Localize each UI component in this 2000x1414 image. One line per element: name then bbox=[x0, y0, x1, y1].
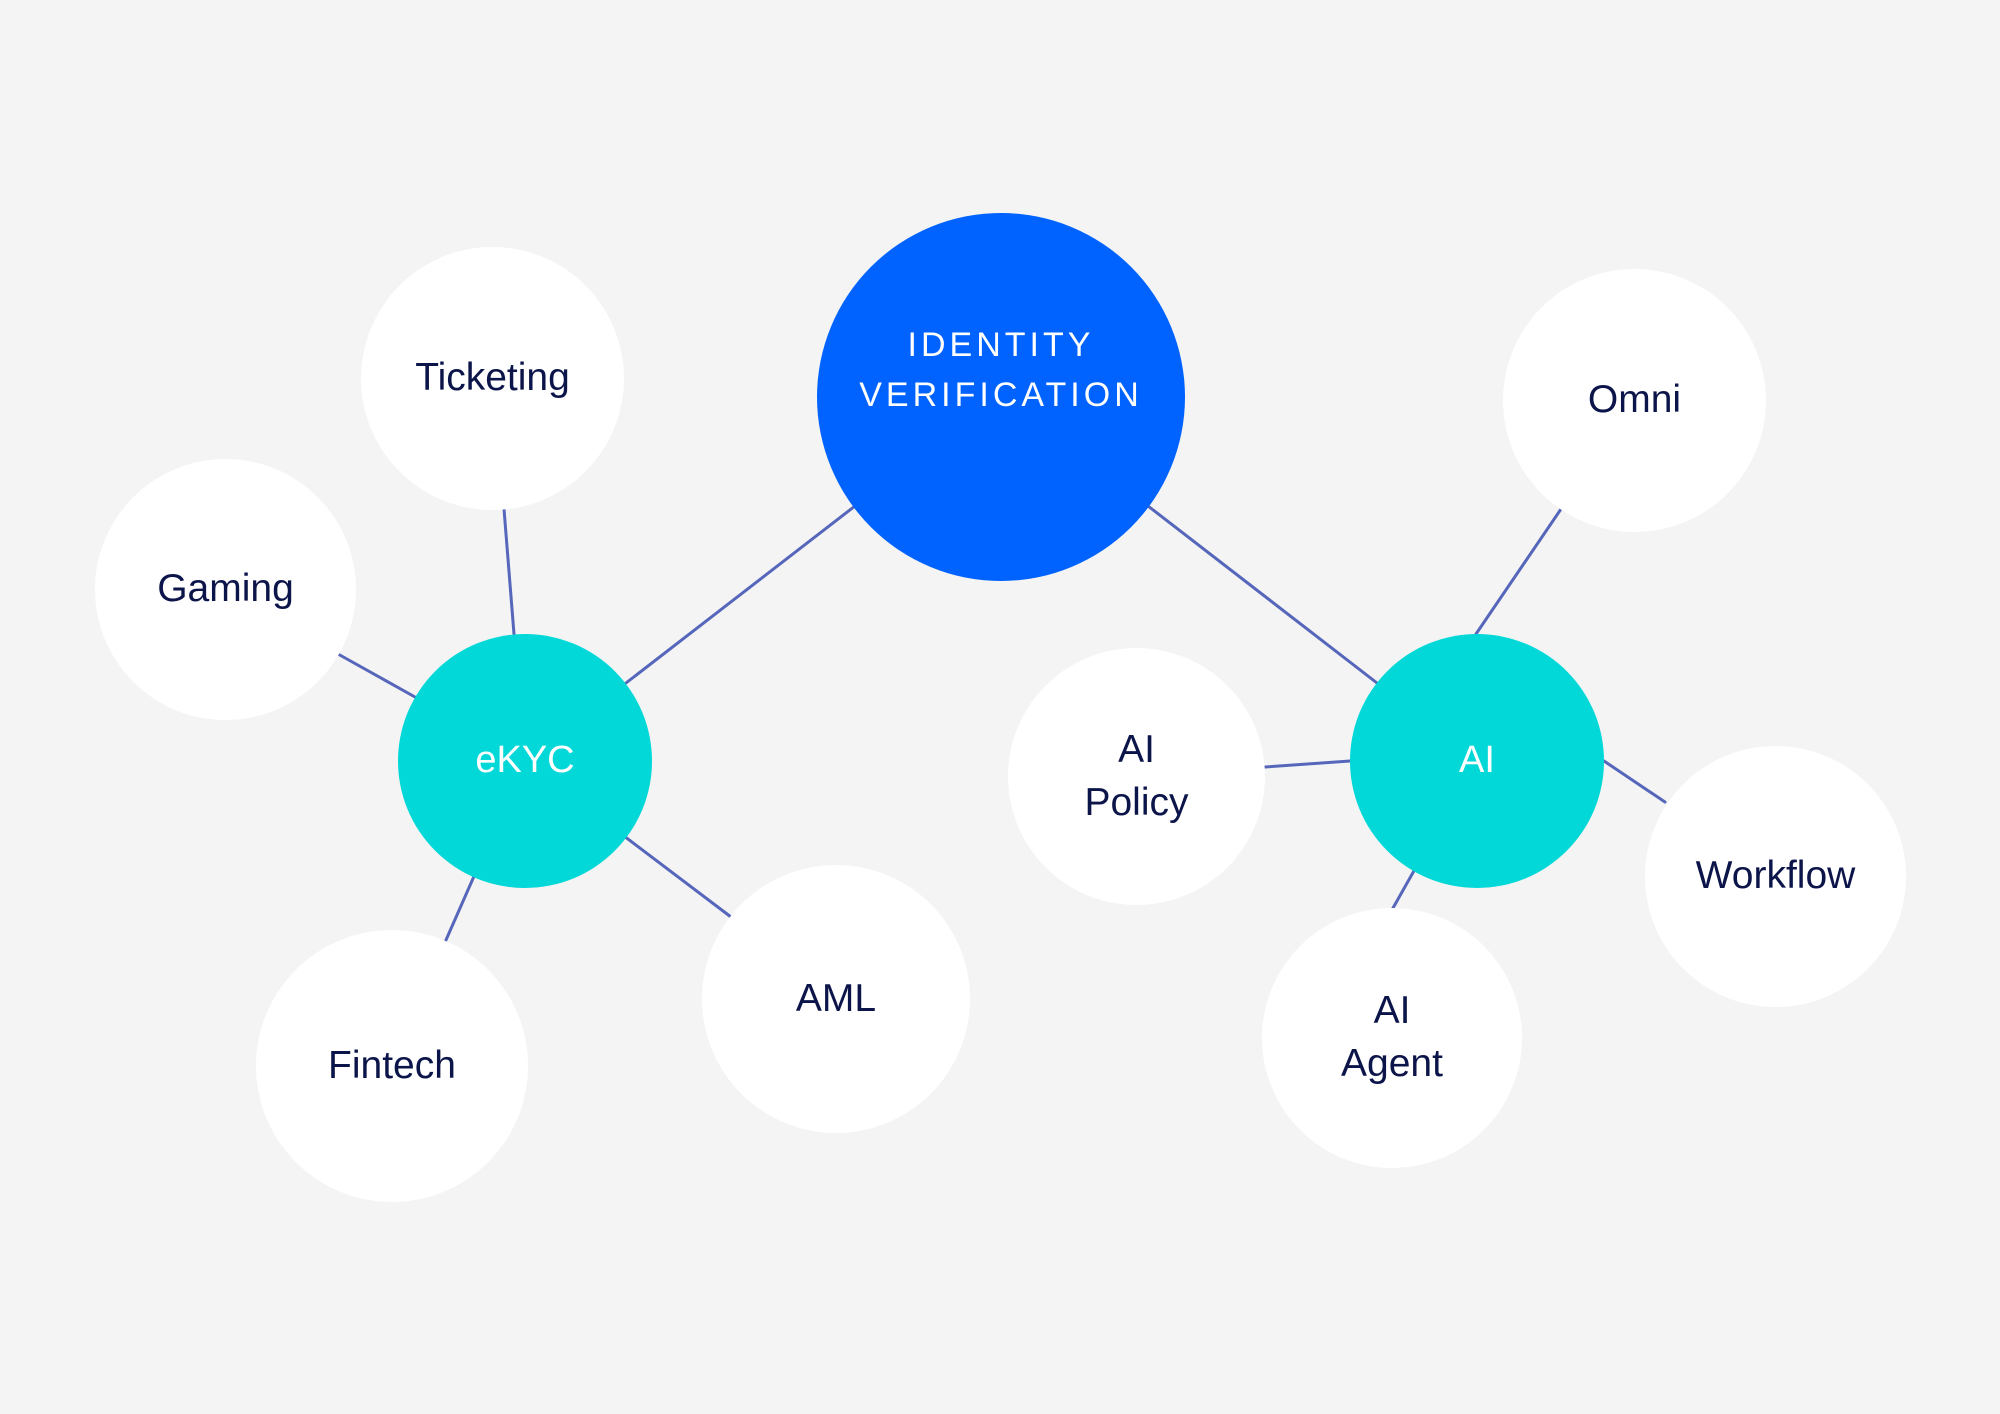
edge-ekyc-aml bbox=[622, 834, 733, 919]
identity-verification-node: IDENTITY VERIFICATION bbox=[817, 213, 1185, 581]
ekyc-node: eKYC bbox=[398, 634, 652, 888]
workflow-label: Workflow bbox=[1695, 854, 1856, 898]
aml-node: AML bbox=[702, 865, 970, 1133]
ai-policy-node: AI Policy bbox=[1008, 648, 1265, 905]
gaming-node: Gaming bbox=[95, 459, 356, 720]
fintech-label: Fintech bbox=[328, 1043, 456, 1087]
ai-label: AI bbox=[1459, 739, 1495, 782]
aml-label: AML bbox=[795, 976, 877, 1020]
omni-node: Omni bbox=[1503, 269, 1766, 532]
edge-root-ai bbox=[1146, 504, 1379, 685]
fintech-node: Fintech bbox=[256, 930, 528, 1202]
edge-ai-agent bbox=[1391, 867, 1417, 910]
omni-label: Omni bbox=[1587, 378, 1682, 422]
workflow-node: Workflow bbox=[1645, 746, 1906, 1007]
ekyc-label: eKYC bbox=[475, 739, 575, 782]
edge-ai-omni bbox=[1474, 507, 1563, 636]
ai-agent-node: AI Agent bbox=[1262, 908, 1522, 1168]
edge-ai-policy bbox=[1263, 759, 1352, 769]
edge-ekyc-ticketing bbox=[502, 507, 516, 636]
ai-node: AI bbox=[1350, 634, 1604, 888]
edge-root-ekyc bbox=[624, 504, 857, 685]
edge-ekyc-fintech bbox=[444, 872, 477, 942]
ai-policy-label: AI Policy bbox=[1084, 727, 1189, 824]
gaming-label: Gaming bbox=[157, 567, 294, 611]
ticketing-node: Ticketing bbox=[361, 247, 624, 510]
ticketing-label: Ticketing bbox=[415, 356, 570, 400]
edge-ai-workflow bbox=[1602, 759, 1667, 804]
identity-verification-label: IDENTITY VERIFICATION bbox=[859, 326, 1143, 414]
ai-agent-label: AI Agent bbox=[1341, 989, 1443, 1085]
edge-ekyc-gaming bbox=[336, 652, 417, 699]
